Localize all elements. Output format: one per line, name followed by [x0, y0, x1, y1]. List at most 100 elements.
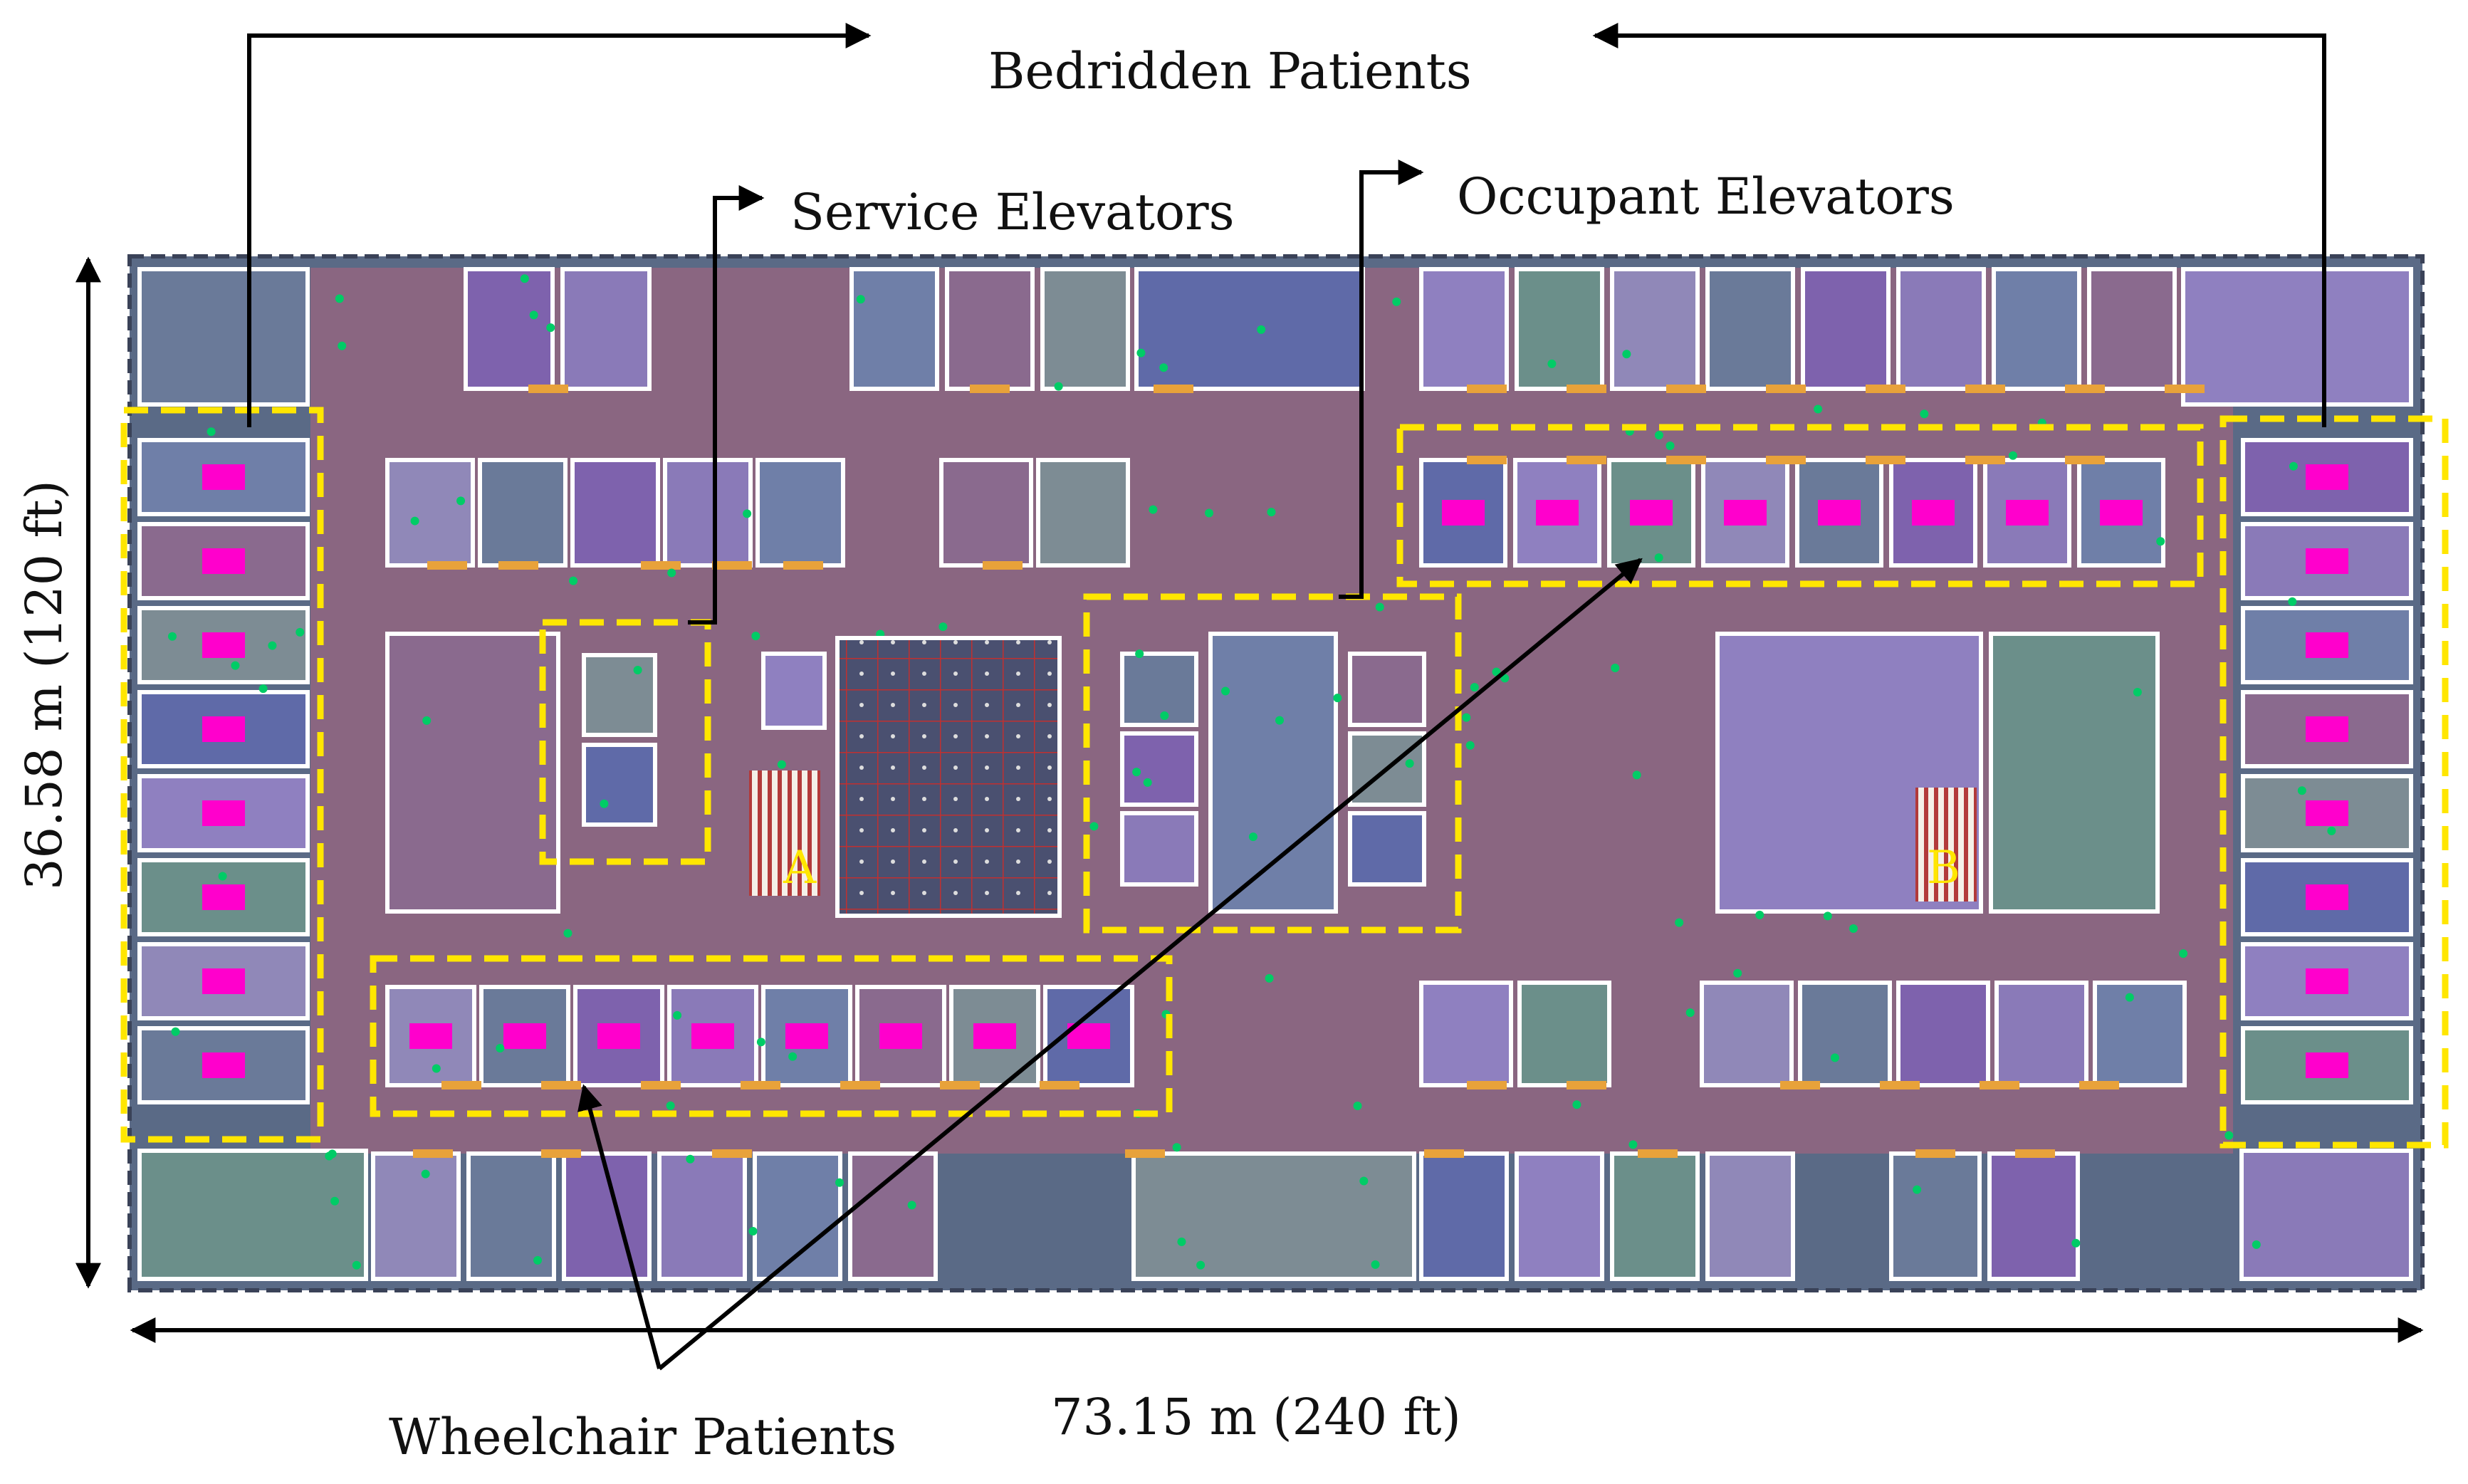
agent-dot-icon — [1267, 508, 1276, 517]
elevator-cab — [1120, 731, 1198, 807]
door — [1866, 456, 1905, 464]
agent-dot-icon — [743, 509, 752, 518]
door — [641, 561, 681, 570]
agent-dot-icon — [338, 341, 347, 350]
patient-marker-icon — [597, 1023, 640, 1049]
highlight-zones — [120, 407, 2449, 1149]
agent-dot-icon — [520, 274, 529, 283]
door — [1880, 1081, 1920, 1090]
bottom-room — [1131, 1151, 1416, 1281]
top-room — [1610, 267, 1700, 391]
door — [1638, 1149, 1678, 1158]
agent-dot-icon — [231, 661, 240, 670]
agent-dot-icon — [1622, 350, 1631, 359]
agent-dot-icon — [1054, 382, 1063, 391]
inner-room — [1700, 981, 1794, 1087]
agent-dot-icon — [2224, 1131, 2234, 1140]
door — [1567, 385, 1606, 393]
inner-room — [1419, 981, 1513, 1087]
patient-marker-icon — [2306, 968, 2348, 994]
inner-room — [663, 458, 753, 568]
agent-dot-icon — [1353, 1102, 1362, 1111]
agent-dot-icon — [633, 665, 642, 674]
door — [1154, 385, 1193, 393]
agent-dot-icon — [2288, 597, 2297, 606]
agent-dot-icon — [1666, 441, 1675, 451]
door — [1965, 456, 2005, 464]
patient-marker-icon — [202, 1052, 245, 1078]
agent-dot-icon — [335, 294, 344, 303]
inner-room — [1798, 981, 1892, 1087]
top-room — [849, 267, 939, 391]
agents-layer — [167, 274, 2336, 1270]
door — [741, 1081, 780, 1090]
wheelchair-room — [573, 985, 664, 1087]
patient-marker-icon — [202, 548, 245, 574]
patient-marker-icon — [691, 1023, 734, 1049]
building — [127, 254, 2425, 1292]
agent-dot-icon — [529, 310, 538, 320]
top-room — [1801, 267, 1891, 391]
inner-room — [1208, 632, 1338, 914]
agent-dot-icon — [1159, 363, 1168, 372]
door — [1125, 1149, 1165, 1158]
door — [2015, 1149, 2055, 1158]
agent-dot-icon — [1371, 1260, 1380, 1269]
bedridden-zone-right — [2219, 415, 2449, 1149]
agent-dot-icon — [1392, 297, 1401, 306]
inner-room — [385, 458, 475, 568]
door — [1567, 456, 1606, 464]
inner-room — [1036, 458, 1130, 568]
agent-dot-icon — [422, 716, 432, 725]
agent-dot-icon — [1177, 1237, 1186, 1246]
agent-dot-icon — [325, 1151, 334, 1161]
arrow-bedridden-right — [1592, 23, 2326, 427]
door — [712, 1149, 752, 1158]
agent-dot-icon — [410, 516, 419, 526]
patient-marker-icon — [785, 1023, 828, 1049]
agent-dot-icon — [296, 627, 305, 637]
agent-dot-icon — [686, 1154, 695, 1164]
patient-marker-icon — [1724, 500, 1767, 526]
inner-room — [2093, 981, 2187, 1087]
agent-dot-icon — [856, 295, 865, 304]
occupant-upper-zone — [1396, 424, 2204, 587]
agent-dot-icon — [788, 1052, 798, 1061]
agent-dot-icon — [1830, 1053, 1839, 1062]
door — [1965, 385, 2005, 393]
inner-room — [1896, 981, 1990, 1087]
arrow-occupant — [1339, 160, 1424, 599]
label-occupant: Occupant Elevators — [1457, 167, 1955, 226]
inner-room — [939, 458, 1033, 568]
bedridden-room — [137, 1026, 310, 1104]
agent-dot-icon — [1196, 1260, 1206, 1270]
agent-dot-icon — [1628, 1140, 1638, 1149]
agent-dot-icon — [1654, 553, 1663, 563]
stair-b-label: B — [1927, 842, 1960, 894]
door — [1666, 385, 1706, 393]
door — [541, 1149, 581, 1158]
patient-marker-icon — [2306, 884, 2348, 910]
door — [427, 561, 467, 570]
agent-dot-icon — [1375, 602, 1384, 612]
agent-dot-icon — [666, 1101, 675, 1110]
agent-dot-icon — [1405, 759, 1414, 768]
stair-a-label: A — [783, 842, 817, 894]
bottom-room — [1987, 1151, 2080, 1281]
corner-room — [2239, 1149, 2413, 1281]
door — [2065, 385, 2105, 393]
patient-marker-icon — [2306, 632, 2348, 658]
patient-marker-icon — [879, 1023, 922, 1049]
patient-marker-icon — [2006, 500, 2049, 526]
agent-dot-icon — [1221, 686, 1230, 696]
top-room — [1134, 267, 1365, 391]
label-bedridden: Bedridden Patients — [988, 42, 1472, 100]
patient-marker-icon — [1818, 500, 1861, 526]
wheelchair-zone — [370, 955, 1173, 1117]
bottom-room — [1610, 1151, 1700, 1281]
agent-dot-icon — [1823, 911, 1832, 921]
rooms-layer — [137, 267, 2413, 1281]
patient-marker-icon — [973, 1023, 1016, 1049]
bedridden-room — [137, 438, 310, 516]
